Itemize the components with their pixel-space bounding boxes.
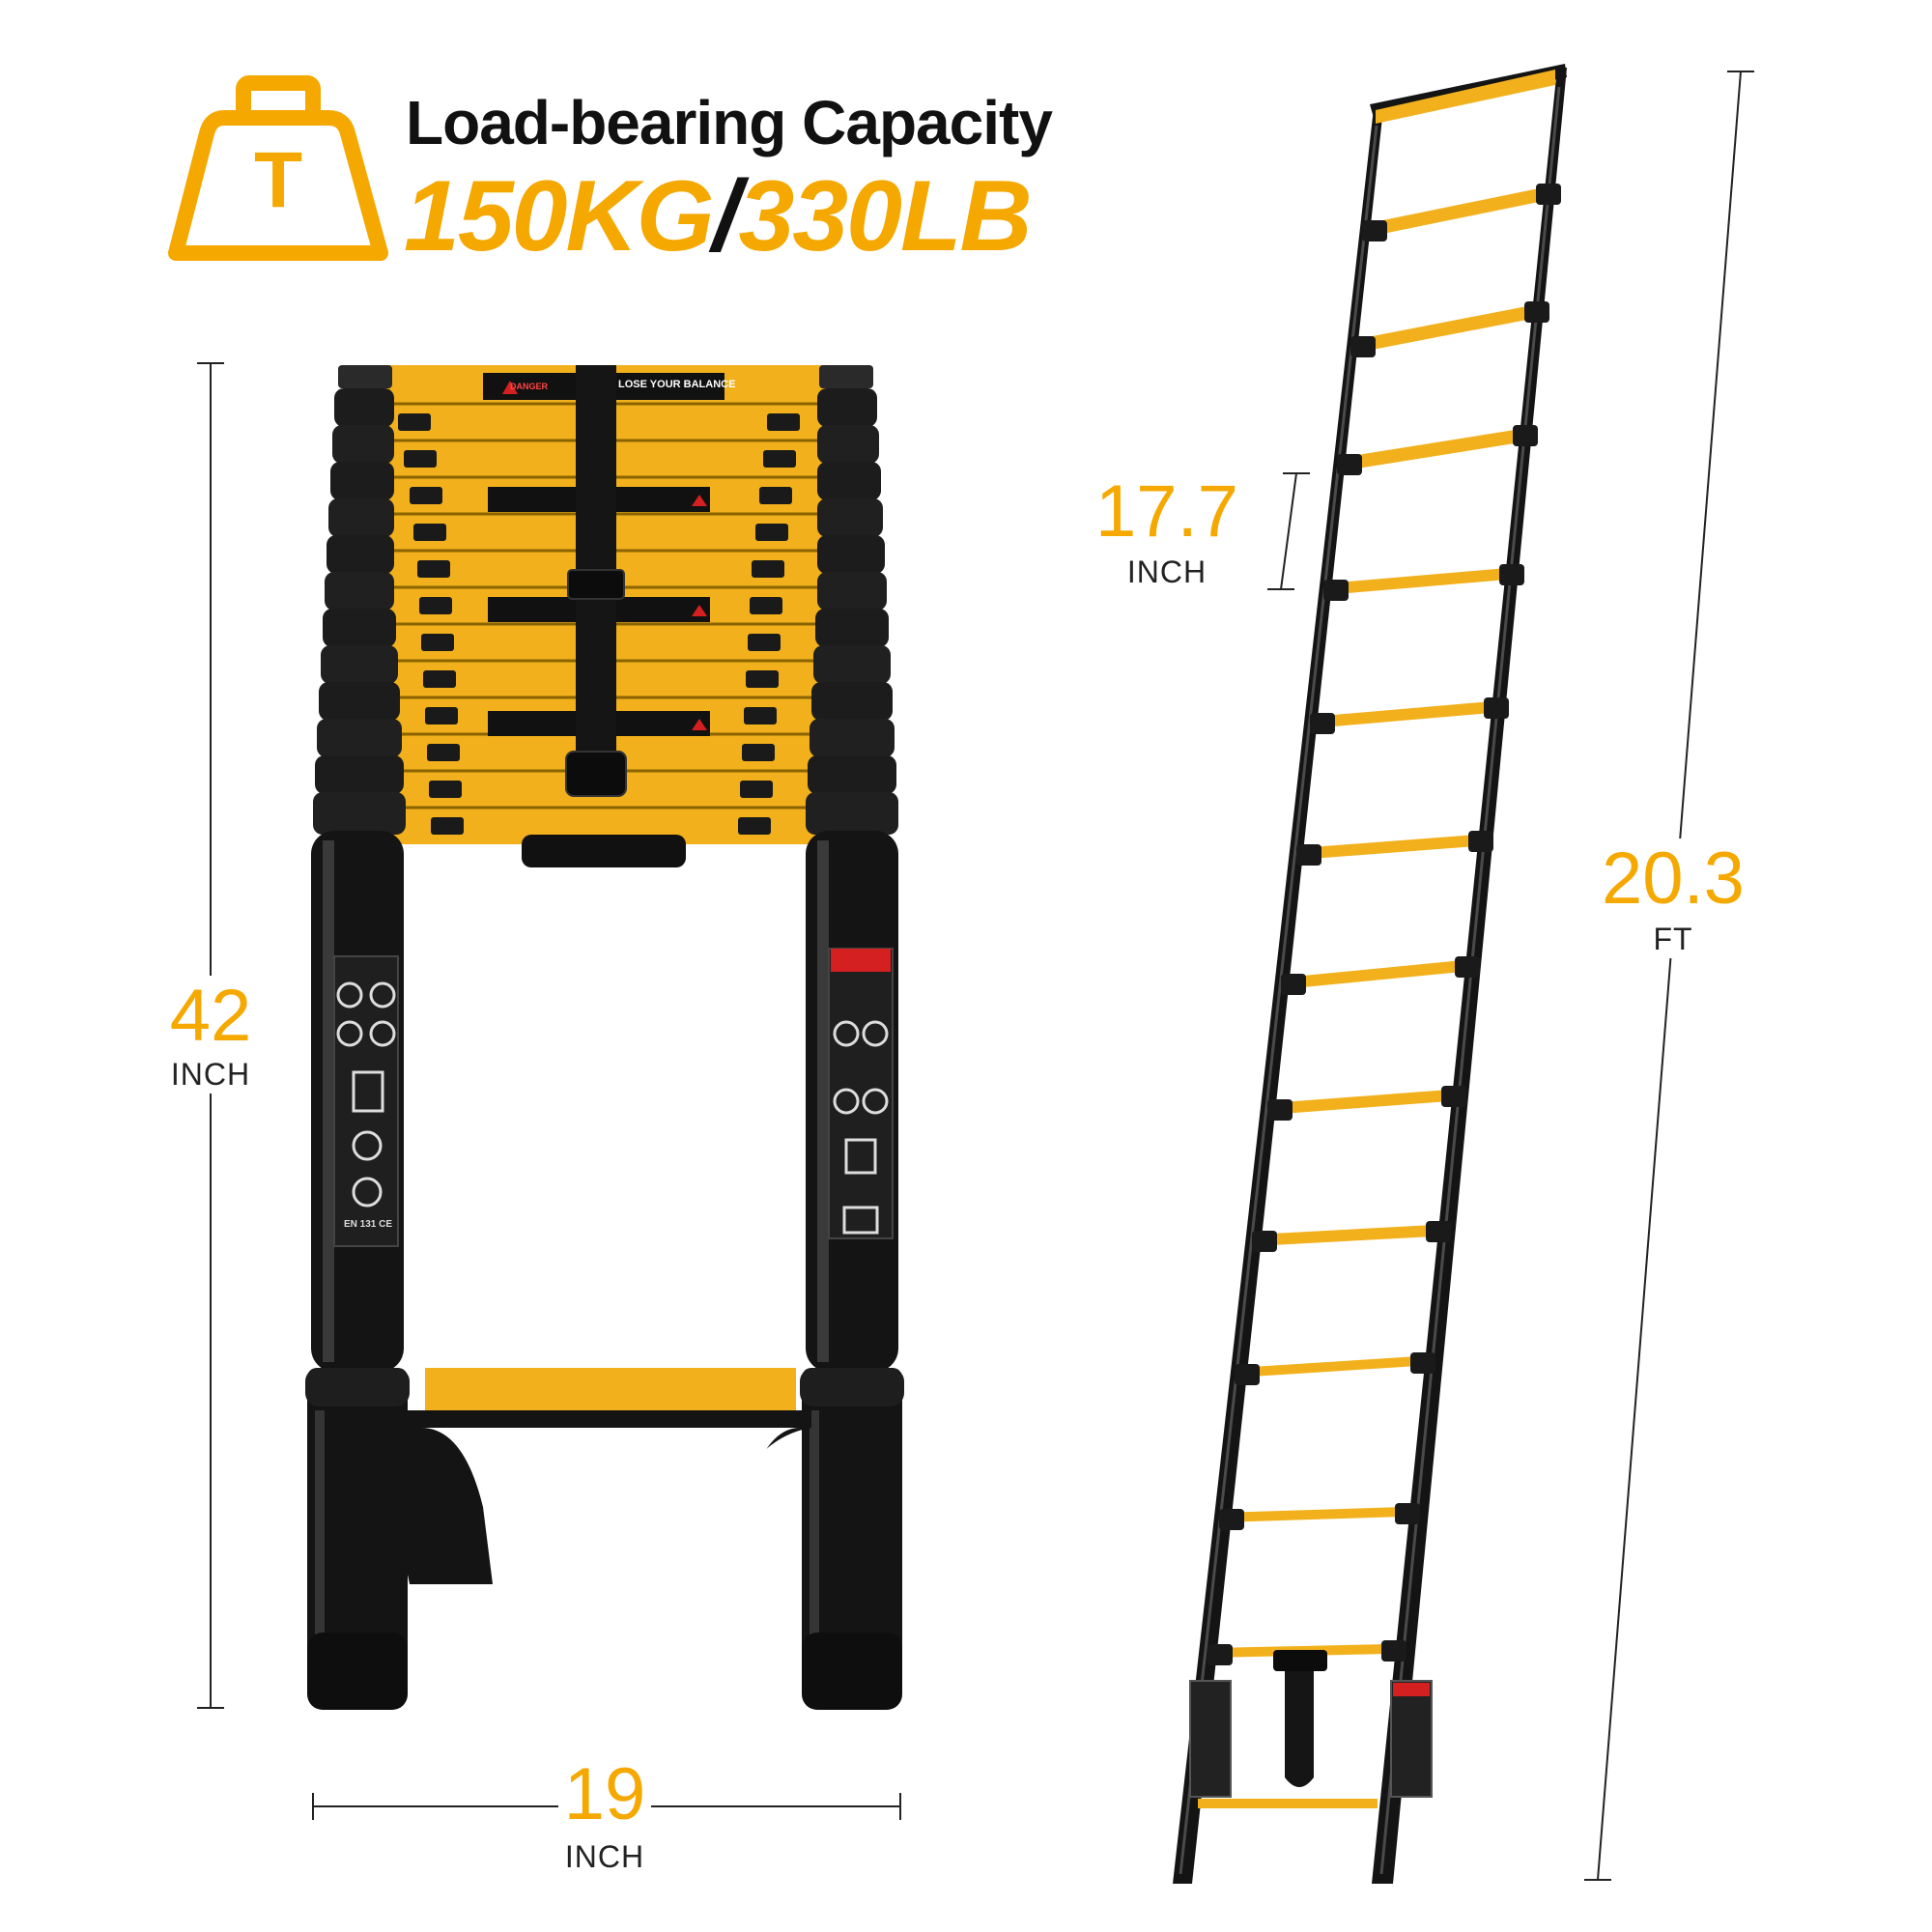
- danger-label: DANGER: [510, 382, 549, 391]
- width-unit: INCH: [564, 1839, 645, 1874]
- rung-spacing-label: 17.7 INCH: [1080, 470, 1254, 589]
- extended-ladder: [1173, 64, 1567, 1884]
- height-value: 42: [169, 975, 252, 1057]
- length-unit: FT: [1653, 922, 1693, 956]
- capacity-title: Load-bearing Capacity: [406, 88, 1053, 157]
- collapsed-strap: [522, 365, 686, 867]
- capacity-value: 150KG/330LB: [404, 166, 1033, 267]
- height-label: 42 INCH: [162, 976, 259, 1094]
- weight-icon-letter: T: [253, 136, 303, 224]
- capacity-slash: /: [712, 160, 741, 272]
- width-label: 19 INCH: [547, 1758, 663, 1872]
- length-label: 20.3 FT: [1586, 838, 1760, 958]
- balance-label: LOSE YOUR BALANCE: [618, 379, 736, 390]
- width-value: 19: [557, 1758, 652, 1832]
- capacity-lb: 330LB: [738, 160, 1032, 272]
- length-dimension-line: [1597, 71, 1742, 1881]
- rung-spacing-value: 17.7: [1095, 470, 1238, 553]
- length-value: 20.3: [1602, 838, 1745, 920]
- collapsed-ladder: [305, 365, 904, 1710]
- rung-spacing-dimension-line: [1280, 472, 1297, 590]
- height-unit: INCH: [170, 1057, 251, 1092]
- certification-label: EN 131 CE: [343, 1219, 393, 1230]
- capacity-kg: 150KG: [404, 160, 715, 272]
- rung-spacing-unit: INCH: [1126, 554, 1208, 589]
